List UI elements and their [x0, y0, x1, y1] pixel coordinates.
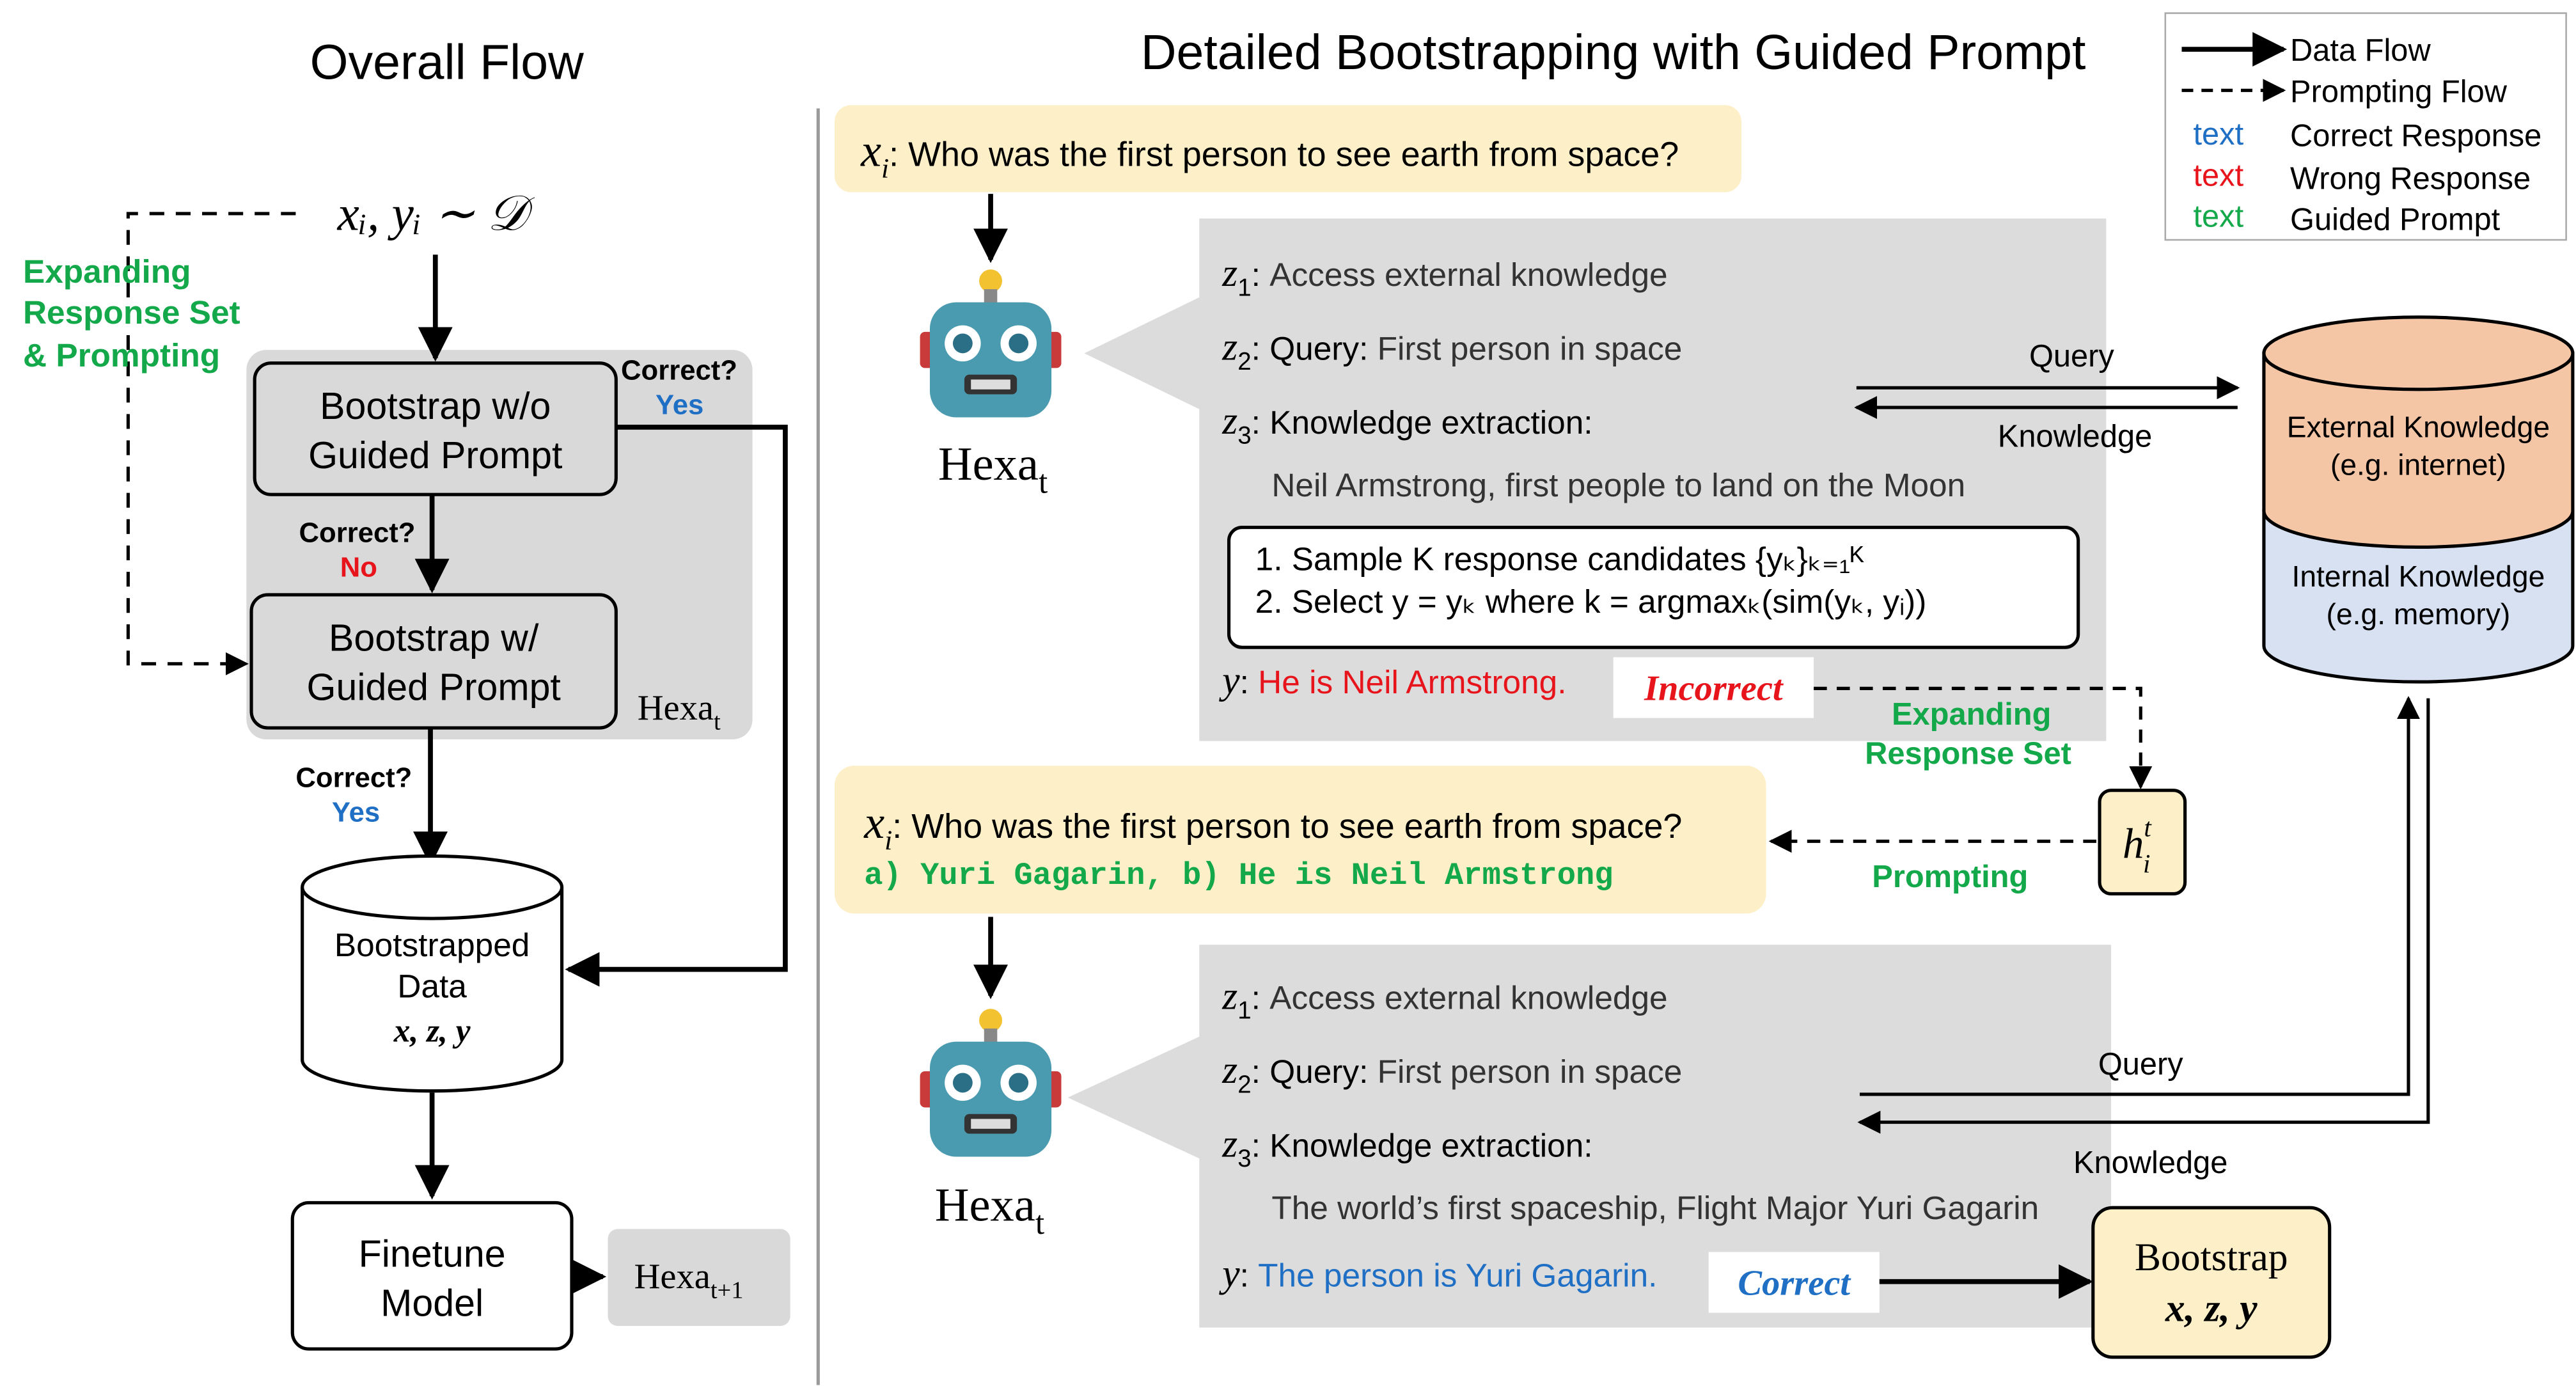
- prompting-label: Prompting: [1872, 860, 2028, 894]
- arrow-knowledge-2: [1857, 698, 2430, 1134]
- legend-sample-wrong: text: [2193, 158, 2243, 193]
- dataset-label: xᵢ, yᵢ ∼ 𝒟: [337, 186, 535, 241]
- legend-correct: Correct Response: [2290, 119, 2541, 154]
- bootstrap-without-guided-line1: Bootstrap w/o: [320, 385, 551, 427]
- correct-q-2: Correct?: [299, 517, 416, 549]
- sampling-steps-box: [1227, 526, 2080, 649]
- question-1: xi: Who was the first person to see eart…: [860, 125, 1679, 184]
- correct-q-1: Correct?: [621, 354, 737, 386]
- reasoning-panel-1: [1199, 218, 2107, 741]
- left-title: Overall Flow: [310, 35, 584, 90]
- legend-sample-guided: text: [2193, 200, 2243, 234]
- legend-wrong: Wrong Response: [2290, 161, 2531, 196]
- loop-label-line2: Response Set: [23, 294, 240, 331]
- query-label-1: Query: [2029, 339, 2114, 374]
- bootstrap-without-guided-line2: Guided Prompt: [308, 434, 562, 476]
- finetune-line2: Model: [381, 1282, 483, 1325]
- bootstrap-result-line2: x, z, y: [2165, 1286, 2258, 1330]
- loop-label-line1: Expanding: [23, 253, 191, 290]
- z2-line-2: z2: Query: First person in space: [1221, 1048, 1682, 1098]
- robot-icon: [920, 269, 1062, 418]
- finetune-model-box: [290, 1201, 574, 1351]
- answer-2: y: The person is Yuri Gagarin.: [1218, 1252, 1657, 1295]
- legend-prompting-flow: Prompting Flow: [2290, 74, 2508, 109]
- query-label-2: Query: [2098, 1047, 2183, 1082]
- answer-1: y: He is Neil Armstrong.: [1218, 659, 1566, 702]
- reasoning-panel-2: [1199, 945, 2112, 1328]
- arrow-box1-yes-to-data: [565, 425, 788, 987]
- speech-tail-2: [1067, 1035, 1203, 1160]
- bootstrap-with-guided-line2: Guided Prompt: [307, 666, 561, 708]
- robot-icon: [920, 1009, 1062, 1157]
- guided-options: a) Yuri Gagarin, b) He is Neil Armstrong: [864, 858, 1613, 894]
- verdict-2-box: [1708, 1252, 1880, 1313]
- extraction-1: Neil Armstrong, first people to land on …: [1271, 466, 1965, 503]
- data-label-line2: Data: [397, 967, 467, 1004]
- hexa-next-label: Hexat+1: [634, 1257, 744, 1303]
- agent-label-1: Hexat: [938, 438, 1048, 501]
- arrow-incorrect-to-hint: [1814, 686, 2153, 790]
- step-1: 1. Sample K response candidates {yₖ}ₖ₌₁ᴷ: [1255, 540, 1864, 577]
- z1-line-1: z1: Access external knowledge: [1221, 251, 1667, 301]
- verdict-1-box: [1613, 657, 1814, 718]
- z1-line-2: z1: Access external knowledge: [1221, 974, 1667, 1024]
- bootstrap-result-box: [2091, 1206, 2332, 1359]
- hint-box: [2098, 789, 2187, 896]
- knowledge-label-2: Knowledge: [2073, 1146, 2227, 1180]
- knowledge-label-1: Knowledge: [1998, 420, 2152, 454]
- question-box-2: [835, 766, 1766, 914]
- yes-label-2: Yes: [332, 796, 380, 828]
- verdict-incorrect: Incorrect: [1644, 668, 1784, 708]
- bootstrap-with-guided-box: [249, 593, 618, 730]
- kb-external-line2: (e.g. internet): [2330, 448, 2506, 481]
- legend-data-flow: Data Flow: [2290, 33, 2431, 68]
- bootstrap-with-guided-line1: Bootstrap w/: [329, 617, 539, 659]
- legend-sample-correct: text: [2193, 117, 2243, 152]
- yes-label-1: Yes: [656, 389, 703, 420]
- z2-line-1: z2: Query: First person in space: [1221, 326, 1682, 375]
- data-label-line1: Bootstrapped: [334, 926, 530, 963]
- kb-internal-line1: Internal Knowledge: [2291, 560, 2545, 593]
- kb-internal-line2: (e.g. memory): [2327, 597, 2511, 631]
- right-title: Detailed Bootstrapping with Guided Promp…: [1141, 25, 2086, 80]
- bootstrapped-data-cylinder: [301, 854, 564, 1093]
- legend-guided: Guided Prompt: [2290, 203, 2501, 237]
- loop-label-line3: & Prompting: [23, 336, 220, 374]
- step-2: 2. Select y = yₖ where k = argmaxₖ(sim(y…: [1255, 583, 1927, 620]
- kb-external-line1: External Knowledge: [2287, 410, 2550, 443]
- correct-q-3: Correct?: [295, 762, 412, 794]
- verdict-correct: Correct: [1738, 1263, 1851, 1303]
- knowledge-base-cylinder: [2262, 315, 2575, 684]
- arrow-query-2: [1859, 696, 2420, 1096]
- hexa-next-box: [608, 1229, 790, 1327]
- z3-line-2: z3: Knowledge extraction:: [1221, 1122, 1592, 1172]
- expanding-label-line1: Expanding: [1892, 697, 2051, 732]
- question-box-1: [835, 105, 1742, 193]
- question-2: xi: Who was the first person to see eart…: [863, 797, 1682, 856]
- extraction-2: The world’s first spaceship, Flight Majo…: [1271, 1189, 2039, 1226]
- dashed-loop-arrow: [126, 212, 296, 675]
- speech-tail-1: [1084, 295, 1203, 411]
- bootstrap-result-line1: Bootstrap: [2135, 1236, 2288, 1279]
- z3-line-1: z3: Knowledge extraction:: [1221, 399, 1592, 449]
- expanding-label-line2: Response Set: [1865, 737, 2071, 771]
- hexa-group-label: Hexat: [638, 688, 721, 735]
- finetune-line1: Finetune: [359, 1233, 506, 1275]
- no-label: No: [340, 552, 377, 583]
- agent-label-2: Hexat: [935, 1179, 1044, 1242]
- bootstrap-without-guided-box: [253, 361, 618, 496]
- data-label-line3: x, z, y: [393, 1013, 471, 1050]
